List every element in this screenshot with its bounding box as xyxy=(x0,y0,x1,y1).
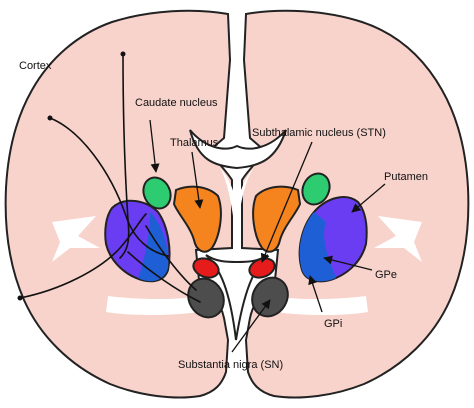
substantia-nigra-label: Substantia nigra (SN) xyxy=(178,359,283,371)
left-caudate-nucleus xyxy=(142,176,172,210)
cortical-projections xyxy=(17,51,201,303)
left-subthalamic-nucleus xyxy=(192,257,220,279)
gpe-label: GPe xyxy=(375,269,397,281)
gpi-label: GPi xyxy=(324,318,342,330)
corpus-callosum-space xyxy=(189,129,287,170)
left-internal-capsule-space xyxy=(106,296,200,315)
label-arrows xyxy=(149,119,386,353)
gpe-arrow xyxy=(323,255,373,271)
right-lateral-sulcus xyxy=(374,216,422,262)
left-substantia-nigra xyxy=(187,277,225,319)
third-ventricle xyxy=(220,168,254,240)
sn-arrow xyxy=(231,299,271,353)
subthalamic-nucleus-label: Subthalamic nucleus (STN) xyxy=(252,127,386,139)
putamen-arrow xyxy=(351,183,386,213)
right-internal-capsule-space xyxy=(274,296,368,315)
caudate-arrow xyxy=(149,119,160,173)
left-thalamus xyxy=(172,185,222,253)
right-caudate-nucleus xyxy=(301,172,331,206)
stn-arrow xyxy=(260,141,313,263)
left-lateral-sulcus xyxy=(52,216,100,262)
thalamus-arrow xyxy=(191,151,204,209)
right-subthalamic-nucleus xyxy=(248,257,276,279)
gpi-arrow xyxy=(308,275,323,313)
caudate-nucleus-label: Caudate nucleus xyxy=(135,97,218,109)
thalamus-label: Thalamus xyxy=(170,137,219,149)
left-globus-pallidus xyxy=(138,212,169,282)
putamen-label: Putamen xyxy=(384,171,428,183)
right-thalamus xyxy=(252,185,302,253)
cortex-label: Cortex xyxy=(19,60,52,72)
